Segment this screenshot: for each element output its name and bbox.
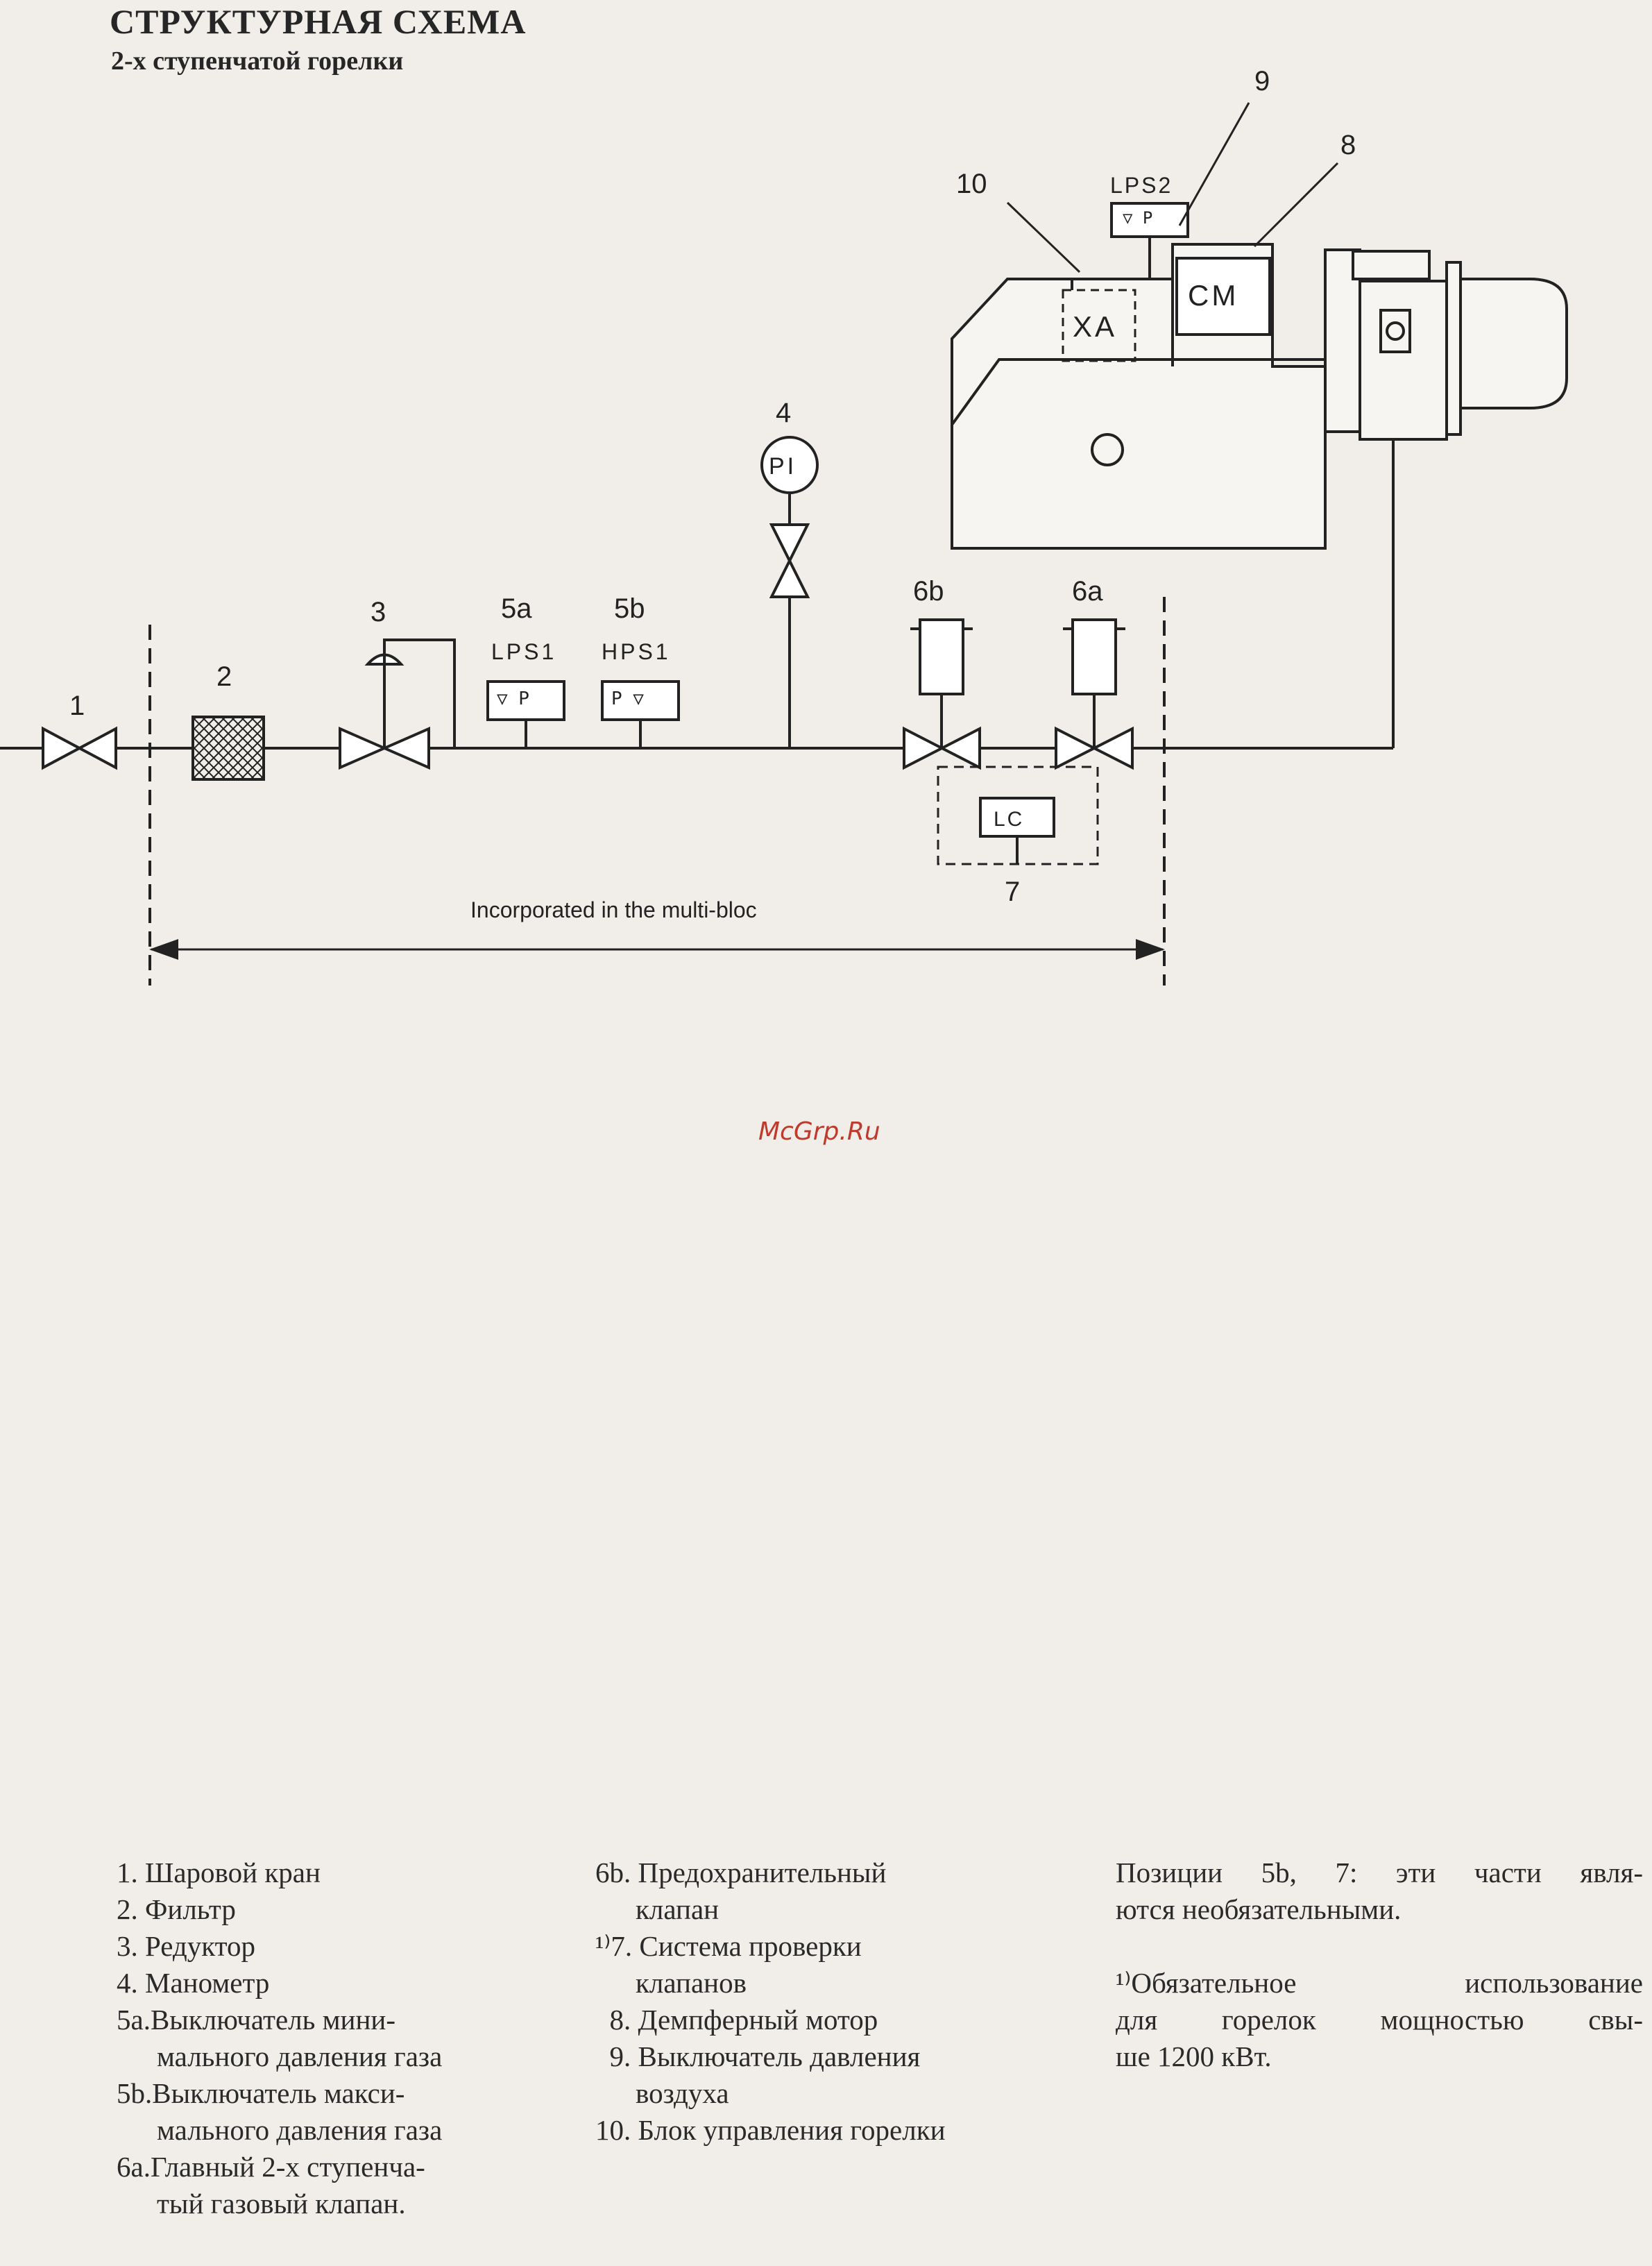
label-4: 4 (776, 398, 791, 428)
legend-item: 2. Фильтр (117, 1893, 236, 1925)
ball-valve-1 (42, 726, 117, 770)
lps2-tag: LPS2 (1110, 173, 1173, 198)
manometer-tag: PI (769, 453, 797, 480)
label-3: 3 (371, 597, 386, 627)
legend-item: 5b.Выключатель макси- (117, 2077, 405, 2109)
lps1-switch-5a (486, 680, 565, 748)
main-valve-6a (1055, 618, 1134, 770)
legend-item: мального давления газа (157, 2114, 443, 2146)
label-6b: 6b (913, 576, 944, 607)
damper-motor-tag: CM (1188, 279, 1238, 312)
filter-2 (191, 716, 265, 781)
control-box-tag: XA (1073, 310, 1117, 343)
label-2: 2 (216, 661, 232, 692)
label-5a: 5a (501, 593, 532, 624)
legend-item: 6b. Предохранительный (595, 1857, 887, 1888)
legend-column-1: 1. Шаровой кран 2. Фильтр 3. Редуктор 4.… (117, 1854, 442, 2222)
note-mandatory-line-2: для горелок мощностью свы- (1116, 2004, 1643, 2036)
hps1-tag: HPS1 (602, 639, 671, 664)
air-switch-9 (1110, 202, 1189, 279)
legend-item: 3. Редуктор (117, 1930, 256, 1962)
note-mandatory-line-3: ше 1200 кВт. (1116, 2040, 1272, 2072)
safety-valve-6b (903, 618, 981, 770)
note-optional-line-1: Позиции 5b, 7: эти части явля- (1116, 1857, 1643, 1888)
hps1-switch-5b (601, 680, 680, 748)
lps1-switch-symbol: ▽ P (497, 688, 529, 709)
control-box-10 (1062, 289, 1136, 362)
valve-proving-7 (937, 766, 1099, 865)
manometer-4 (760, 436, 819, 748)
air-switch-symbol: ▽ P (1123, 208, 1152, 228)
label-1: 1 (69, 691, 85, 721)
legend-column-2: 6b. Предохранительный клапан ¹⁾7. Систем… (595, 1854, 946, 2149)
label-8: 8 (1340, 130, 1356, 160)
note-optional-line-2: ются необязательными. (1116, 1893, 1402, 1925)
legend-item: воздуха (636, 2077, 729, 2109)
label-9: 9 (1254, 66, 1270, 96)
multibloc-scope (148, 597, 1166, 986)
legend-item: клапан (636, 1893, 719, 1925)
burner-schematic: 1 2 3 ▽ P 5a LPS1 P ▽ 5b HPS1 PI 4 6 (0, 66, 1568, 986)
legend-item: клапанов (636, 1967, 747, 1999)
regulator-3 (339, 639, 456, 770)
lc-tag: LC (994, 808, 1024, 831)
legend-item: тый газовый клапан. (157, 2188, 406, 2220)
notes: Позиции 5b, 7: эти части явля- ются необ… (1116, 1854, 1643, 2075)
legend-item: 5a.Выключатель мини- (117, 2004, 395, 2036)
label-10: 10 (956, 169, 987, 199)
legend-item: 10. Блок управления горелки (595, 2114, 946, 2146)
watermark: McGrp.Ru (758, 1117, 880, 1146)
legend-item: мального давления газа (157, 2040, 443, 2072)
note-mandatory-line-1: ¹⁾Обязательное использование (1116, 1967, 1643, 1999)
legend-item: 6a.Главный 2-х ступенча- (117, 2151, 425, 2183)
page-title: СТРУКТУРНАЯ СХЕМА (110, 2, 527, 41)
legend-item: 4. Манометр (117, 1967, 270, 1999)
damper-motor-8 (1175, 257, 1271, 336)
lps1-tag: LPS1 (491, 639, 556, 664)
label-7: 7 (1005, 877, 1020, 907)
multibloc-label: Incorporated in the multi-bloc (470, 897, 757, 922)
label-5b: 5b (614, 593, 645, 624)
legend-item: 1. Шаровой кран (117, 1857, 321, 1888)
hps1-switch-symbol: P ▽ (611, 688, 644, 709)
label-6a: 6a (1072, 576, 1103, 607)
legend-item: 8. Демпферный мотор (595, 2004, 878, 2036)
legend-item: 9. Выключатель давления (595, 2040, 921, 2072)
legend-item: ¹⁾7. Система проверки (595, 1930, 862, 1962)
page-subtitle: 2-х ступенчатой горелки (111, 46, 404, 76)
